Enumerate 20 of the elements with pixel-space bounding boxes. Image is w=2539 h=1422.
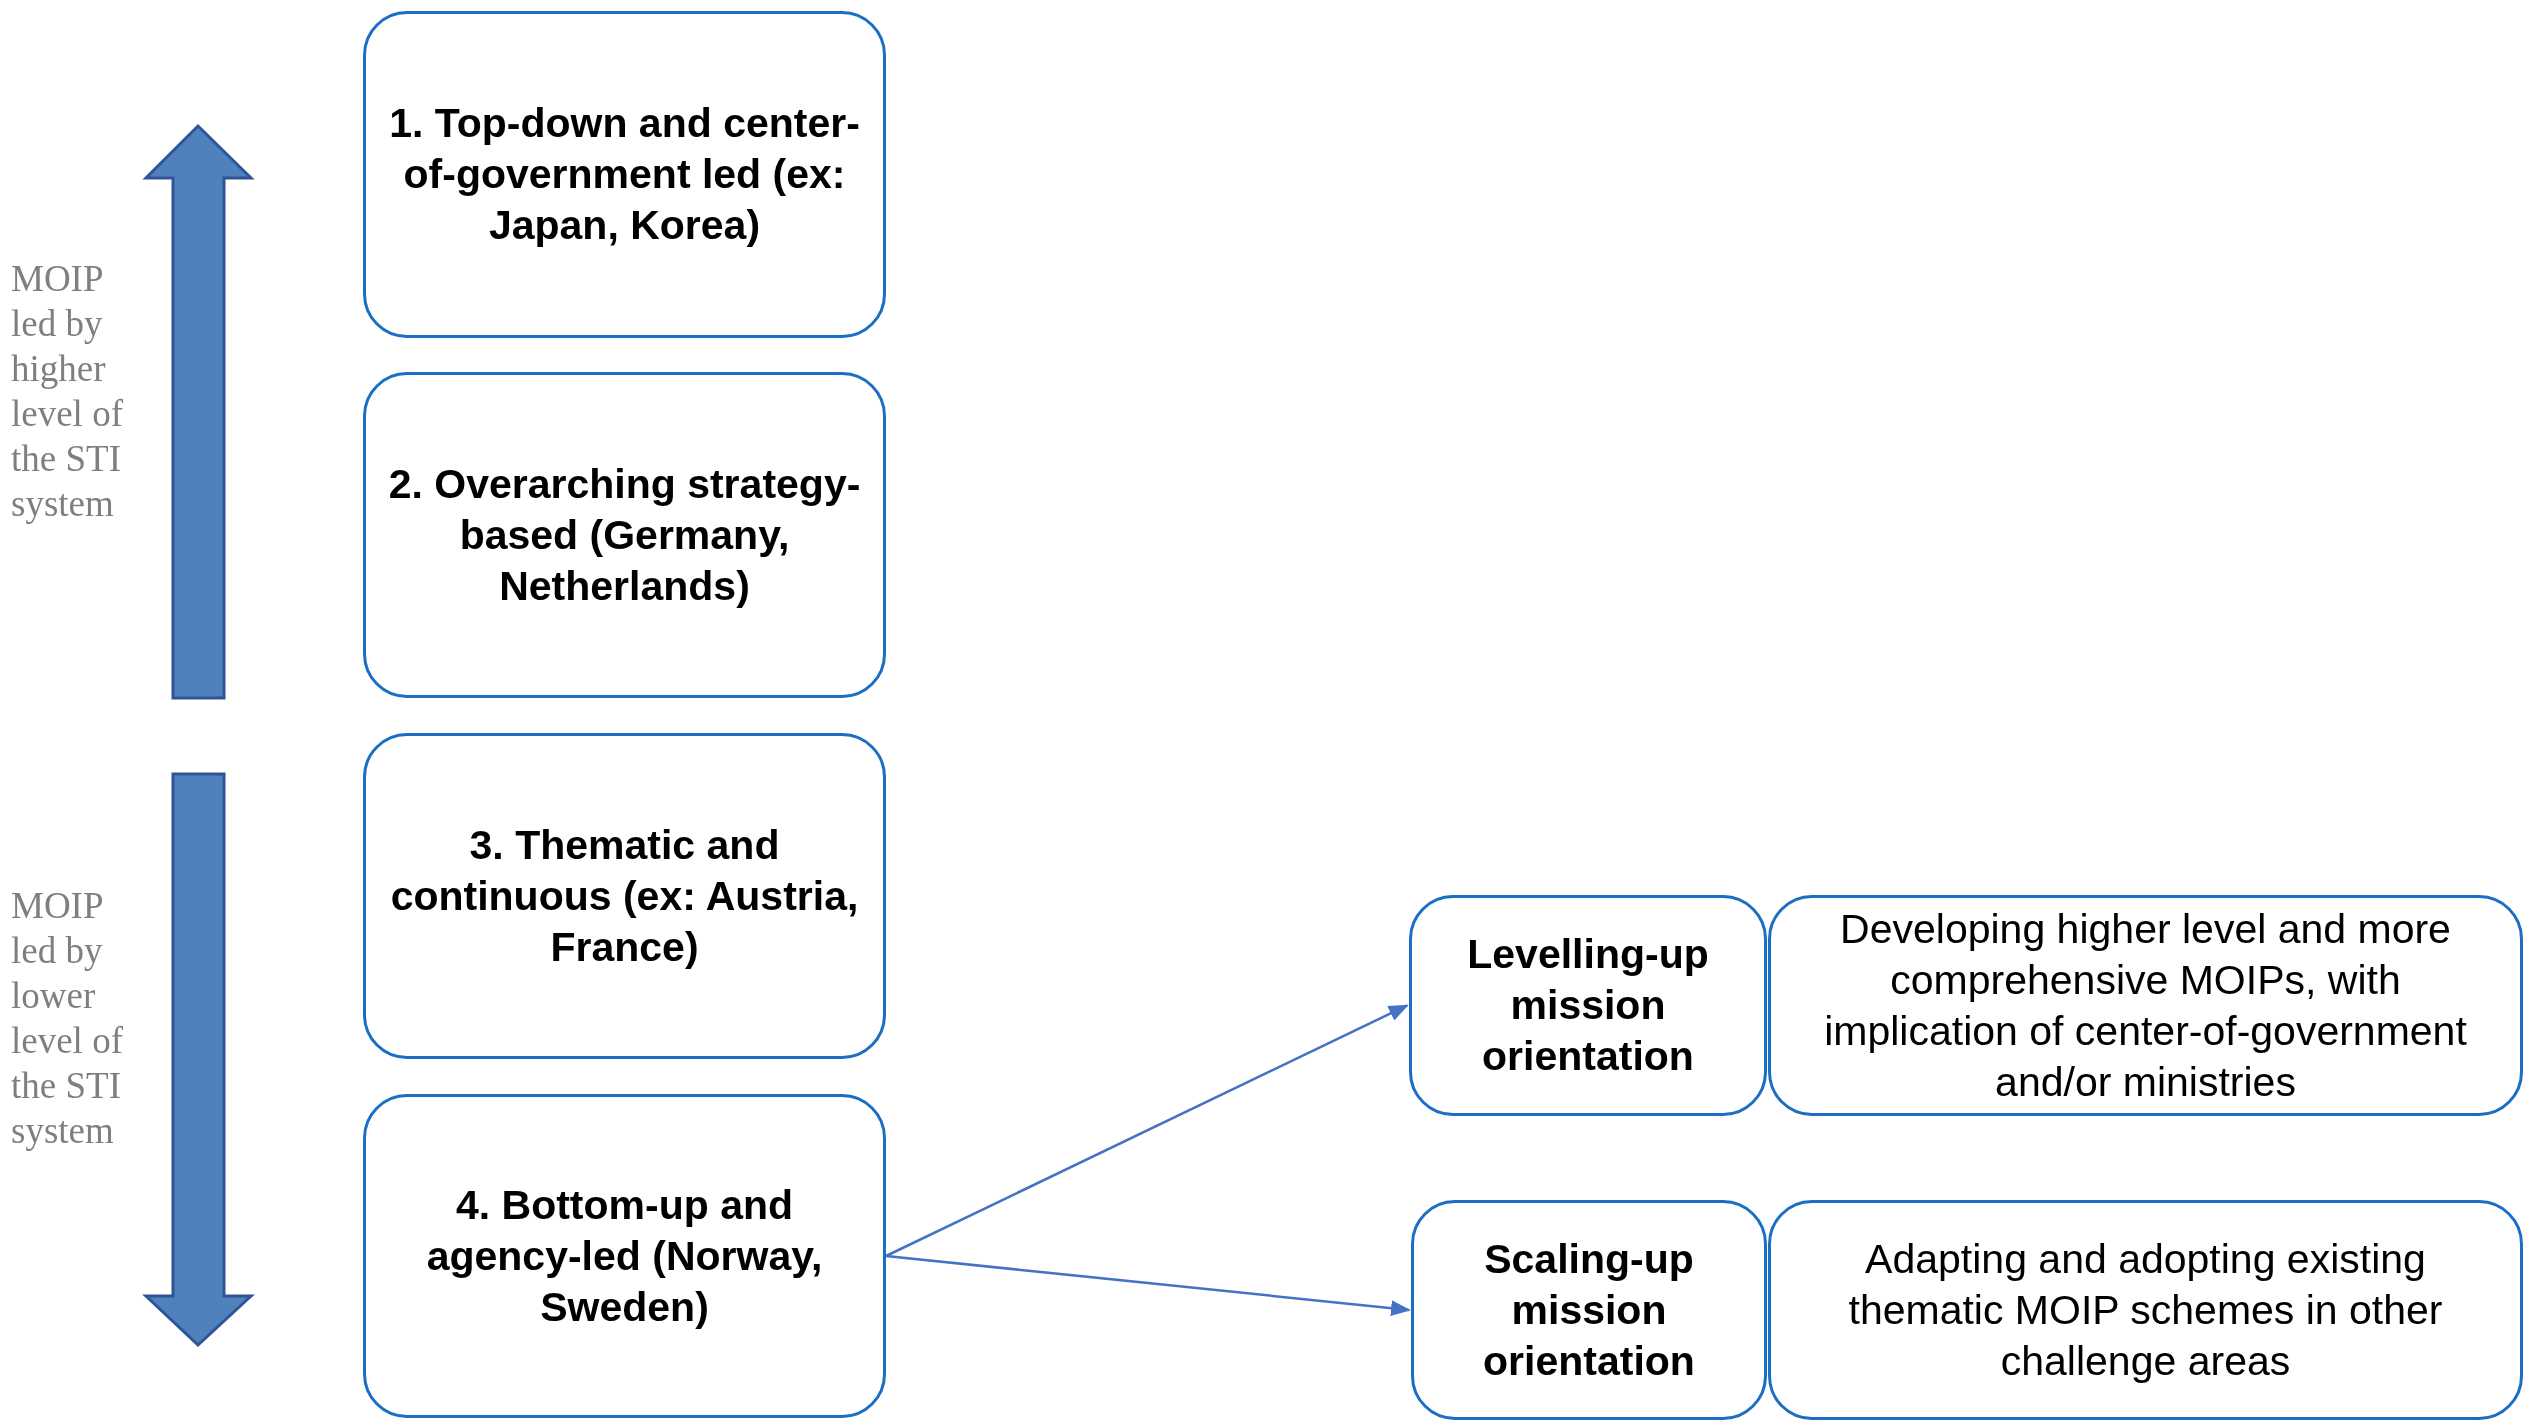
text-box (363, 733, 886, 1059)
box-text: 3. Thematic and continuous (ex: Austria, France) (389, 820, 860, 972)
text-box (1411, 1200, 1767, 1420)
box-text: Developing higher level and more comprehensive MOIPs, with implication of center-of-government and/or ministries (1823, 904, 2468, 1107)
box-text: 1. Top-down and center-of-government led (ex: Japan, Korea) (388, 99, 861, 250)
box-text: Levelling-up mission orientation (1466, 930, 1710, 1081)
box-text: Adapting and adopting existing thematic MOIP schemes in other challenge areas (1847, 1234, 2444, 1386)
text-box (363, 1094, 886, 1418)
text-box (363, 372, 886, 698)
box-text: 4. Bottom-up and agency-led (Norway, Sweden) (425, 1180, 824, 1332)
side-note: MOIP led by lower level of the STI system (11, 884, 124, 1153)
text-box (1768, 1200, 2523, 1420)
box-text: Scaling-up mission orientation (1482, 1234, 1696, 1386)
side-note: MOIP led by higher level of the STI system (11, 257, 124, 526)
text-box (1409, 895, 1767, 1116)
text-box (1768, 895, 2523, 1116)
box-text: 2. Overarching strategy-based (Germany, Netherlands) (387, 459, 862, 611)
arrow (885, 1254, 1411, 1317)
text-box (363, 11, 886, 338)
arrow (885, 1004, 1409, 1258)
